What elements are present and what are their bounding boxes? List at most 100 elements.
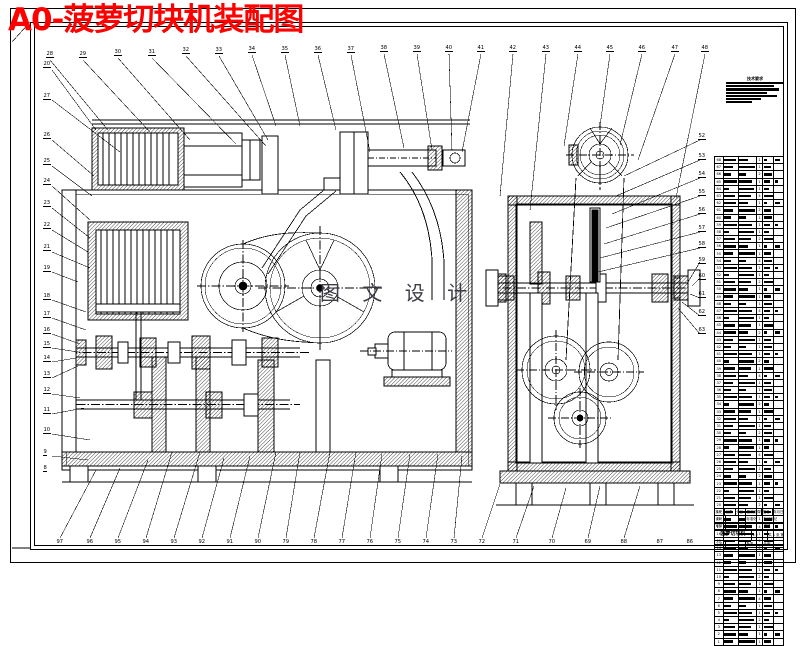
text-glyph-row [774,590,781,593]
bom-cell-no: 28 [714,443,724,452]
assembly-drawing-svg [11,21,706,549]
bom-cell-name [737,414,757,423]
text-glyph-row [774,158,781,162]
text-glyph-row [763,324,773,327]
balloon-number: 90 [254,539,262,547]
title-block[interactable]: 标记 处数 分区 更改文件号 签名 年月日 设计 标准化 阶段标记 审核 重量 … [714,508,784,548]
bom-cell-no: 23 [714,479,724,488]
bom-cell-code [722,407,740,416]
bom-cell-material [762,371,775,380]
text-glyph-row [763,539,773,543]
bom-cell-name [737,479,757,488]
bom-cell-remark [773,407,784,416]
bom-cell-remark [773,479,784,488]
bom-cell-remark [773,443,784,452]
bom-cell-qty: 1 [755,335,764,344]
text-glyph-row [724,424,734,428]
balloon-number: 79 [282,539,290,547]
bom-cell-remark [773,177,784,186]
bom-cell-qty: 1 [755,465,764,474]
bom-cell-name [737,227,757,237]
text-glyph-row [763,496,773,500]
bom-cell-qty: 1 [755,364,764,373]
text-glyph-row [763,633,768,636]
bom-cell-material [762,479,775,488]
bom-cell-name [737,421,757,431]
text-glyph-row [724,209,734,212]
bom-cell-no: 9 [714,580,724,589]
balloon-number: 58 [698,241,706,249]
bom-cell-no: 50 [714,285,724,294]
bom-cell-material [762,493,775,503]
bom-cell-material [762,357,775,366]
bom-cell-material [762,292,775,301]
balloon-number: 88 [620,539,628,547]
balloon-number: 75 [394,539,402,547]
